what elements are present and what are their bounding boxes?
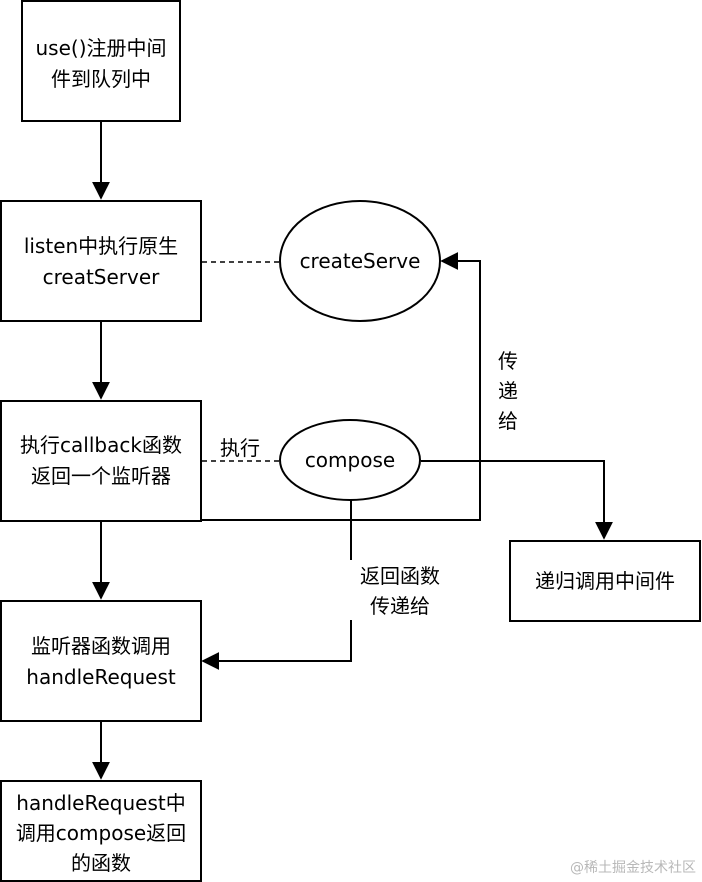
node-recursive: 递归调用中间件: [509, 540, 701, 622]
node-create-serve: createServe: [279, 200, 441, 322]
edge-compose-return: [201, 500, 352, 670]
edge-label-pass: 传 递 给: [498, 349, 518, 433]
watermark: @稀土掘金技术社区: [570, 860, 696, 876]
node-listener-call-line2: handleRequest: [26, 665, 176, 689]
edge-label-return: 返回函数 传递给: [348, 560, 456, 620]
node-exec-callback: 执行callback函数 返回一个监听器: [0, 400, 202, 522]
edge-label-return-line1: 返回函数: [360, 564, 440, 588]
node-use-register-line1: use()注册中间: [35, 36, 166, 60]
node-use-register: use()注册中间 件到队列中: [21, 0, 181, 122]
edge-label-pass-line3: 给: [498, 409, 518, 433]
node-handle-request-line2: 调用compose返回: [16, 821, 186, 845]
node-listen-line1: listen中执行原生: [24, 234, 178, 258]
node-listener-call: 监听器函数调用 handleRequest: [0, 600, 202, 722]
edge-label-return-line2: 传递给: [370, 594, 430, 618]
node-handle-request-line3: 的函数: [71, 851, 131, 875]
node-listen-line2: creatServer: [43, 265, 161, 289]
edge-label-execute: 执行: [220, 436, 260, 460]
node-listen: listen中执行原生 creatServer: [0, 200, 202, 322]
node-recursive-label: 递归调用中间件: [535, 569, 675, 593]
node-create-serve-label: createServe: [300, 249, 421, 273]
node-handle-request: handleRequest中 调用compose返回 的函数: [0, 780, 202, 882]
node-exec-callback-line2: 返回一个监听器: [31, 464, 171, 488]
node-use-register-line2: 件到队列中: [51, 67, 151, 91]
node-compose-label: compose: [305, 448, 395, 472]
edge-label-pass-line2: 递: [498, 379, 518, 403]
node-exec-callback-line1: 执行callback函数: [20, 433, 182, 457]
node-handle-request-line1: handleRequest中: [16, 791, 185, 815]
edge-pass-to-createserve: [202, 252, 481, 521]
edge-label-pass-line1: 传: [498, 349, 518, 373]
node-compose: compose: [279, 419, 421, 501]
node-listener-call-line1: 监听器函数调用: [31, 634, 171, 658]
edge-compose-to-recursive: [421, 460, 613, 540]
